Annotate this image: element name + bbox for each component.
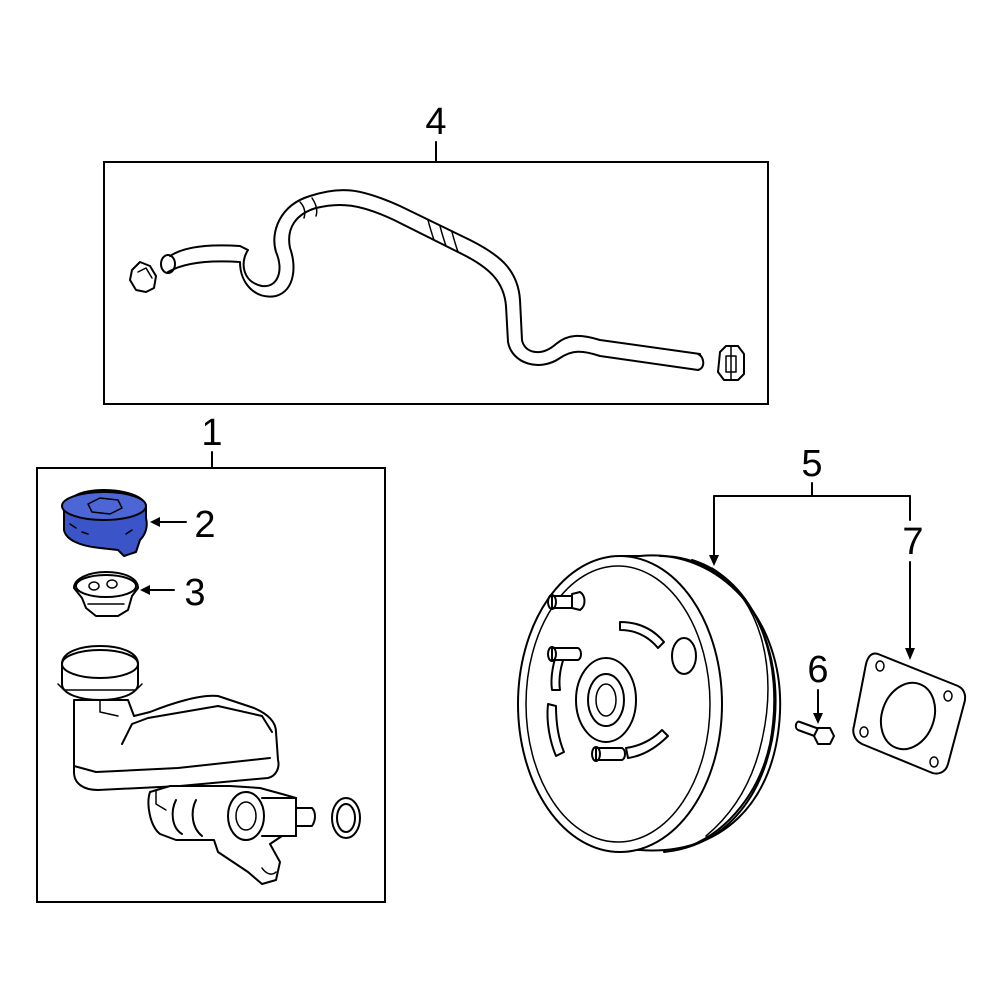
vacuum-hose[interactable]	[129, 189, 745, 381]
reservoir-cap-marking	[87, 497, 123, 515]
booster-stud-top	[547, 591, 586, 611]
callout-5[interactable]: 5	[801, 443, 822, 485]
callout-2[interactable]: 2	[194, 504, 215, 546]
reservoir-cap-top	[61, 491, 147, 521]
hose-right-connector	[717, 345, 745, 381]
leader-arrow-5	[709, 555, 719, 566]
callout-4[interactable]: 4	[425, 101, 446, 143]
booster-stud-bottom	[591, 746, 626, 762]
master-cylinder-assembly[interactable]	[57, 645, 316, 885]
callout-3[interactable]: 3	[184, 572, 205, 614]
callout-7[interactable]: 7	[902, 521, 923, 563]
brake-booster[interactable]	[517, 554, 782, 853]
part-6-group[interactable]: 6	[794, 649, 835, 745]
part-5-7-bracket: 5 7	[709, 443, 924, 660]
leader-arrow-7	[905, 648, 915, 660]
callout-1[interactable]: 1	[201, 412, 222, 454]
callout-6[interactable]: 6	[807, 649, 828, 691]
leader-arrow-6	[813, 713, 823, 724]
part-4-group[interactable]: 4	[103, 101, 769, 405]
leader-arrow-3	[140, 585, 150, 595]
booster-gasket[interactable]	[852, 652, 967, 775]
reservoir-cap[interactable]	[61, 489, 148, 557]
master-cylinder-frame-box	[36, 467, 386, 903]
clevis-pin[interactable]	[794, 720, 835, 745]
part-1-group[interactable]: 1 2 3	[36, 412, 386, 903]
hose-left-clip	[129, 261, 157, 293]
hose-frame-box	[103, 161, 769, 405]
hose-left-end	[160, 254, 176, 274]
reservoir-strainer[interactable]	[73, 571, 139, 617]
o-ring[interactable]	[331, 797, 361, 839]
booster-stud-left	[547, 646, 582, 662]
leader-arrow-2	[150, 517, 160, 527]
